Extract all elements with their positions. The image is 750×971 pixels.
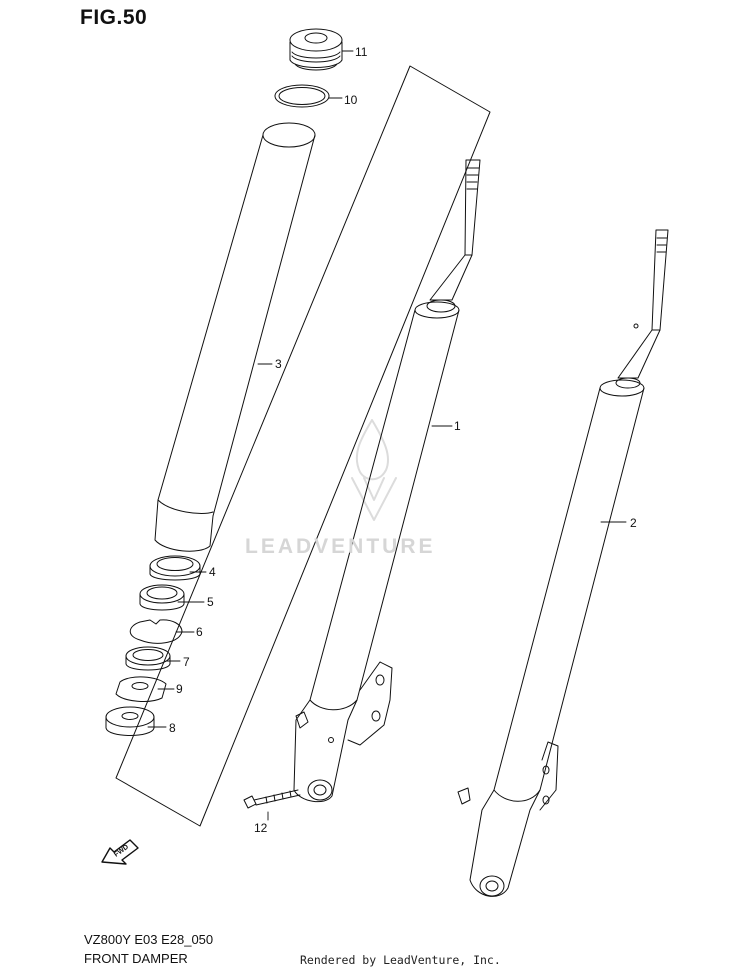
oil-seal-retainer-drawing	[125, 646, 171, 671]
oil-seal-drawing	[139, 584, 185, 611]
o-ring-drawing	[274, 84, 330, 108]
dust-seal-drawing	[149, 555, 201, 581]
inner-tube-drawing	[154, 122, 316, 552]
watermark-text: LEADVENTURE	[245, 535, 436, 558]
fork-assembly-left-drawing	[457, 229, 669, 897]
callout-11: 11	[355, 45, 368, 59]
leader-lines	[147, 50, 627, 821]
callout-10: 10	[344, 93, 358, 107]
fork-assembly-right-drawing	[293, 159, 481, 803]
rendered-by-credit: Rendered by LeadVenture, Inc.	[300, 953, 501, 967]
forward-arrow-icon: FWD	[101, 839, 139, 865]
callout-12: 12	[254, 821, 268, 835]
callout-3: 3	[275, 357, 282, 371]
model-code: VZ800Y E03 E28_050	[84, 932, 214, 947]
callout-2: 2	[630, 516, 637, 530]
circlip-drawing	[129, 619, 183, 644]
cap-bolt-drawing	[289, 28, 343, 71]
exploded-view-bracket	[115, 65, 491, 827]
callout-9: 9	[176, 682, 183, 696]
callout-1: 1	[454, 419, 461, 433]
slide-metal-drawing	[105, 706, 155, 736]
callout-5: 5	[207, 595, 214, 609]
callout-labels: 11 10 3 1 2 4 5 6 7 9 8 12	[169, 45, 637, 835]
callout-4: 4	[209, 565, 216, 579]
figure-title: FIG.50	[80, 6, 148, 29]
callout-6: 6	[196, 625, 203, 639]
callout-7: 7	[183, 655, 190, 669]
washer-drawing	[115, 676, 167, 702]
callout-8: 8	[169, 721, 176, 735]
damper-bolt-drawing	[243, 789, 301, 809]
section-name: FRONT DAMPER	[84, 951, 188, 966]
